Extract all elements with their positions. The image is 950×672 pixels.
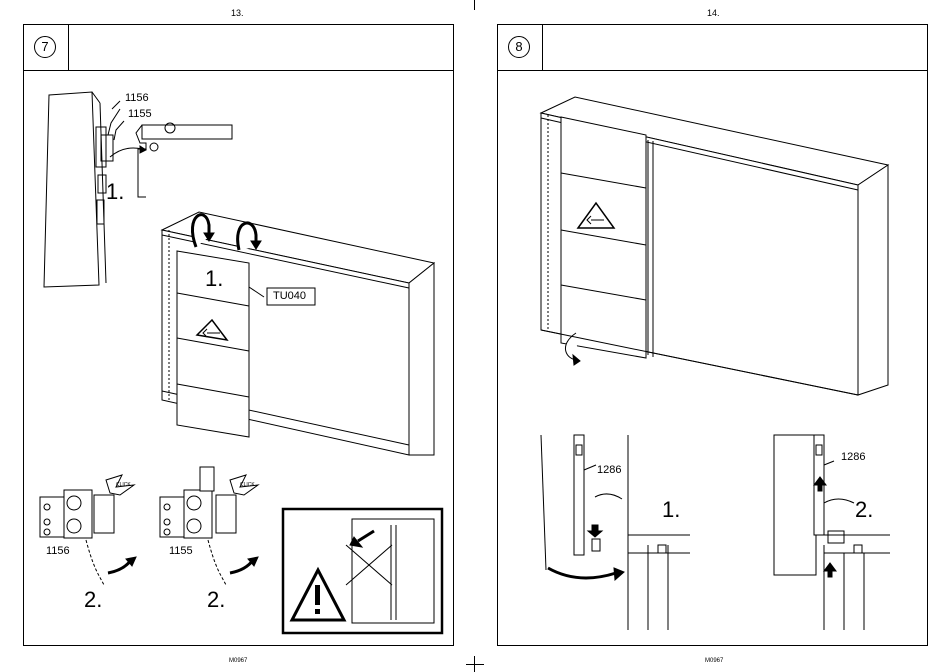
- page-number-left: 13.: [231, 8, 244, 18]
- door-lift-detail-drawings: [498, 25, 927, 645]
- crop-mark-top: [474, 0, 475, 10]
- step-8-panel: 8: [497, 24, 928, 646]
- footer-code-right: M0967: [705, 658, 723, 664]
- step-2-label: 2.: [855, 497, 873, 523]
- part-1286-left-label: 1286: [597, 464, 621, 476]
- crop-mark-bottom-h: [466, 664, 484, 665]
- warning-box: [24, 25, 453, 645]
- part-1286-right-label: 1286: [841, 451, 865, 463]
- step-7-panel: 7 1156 1155 1.: [23, 24, 454, 646]
- step-1-label: 1.: [662, 497, 680, 523]
- page-number-right: 14.: [707, 8, 720, 18]
- footer-code-left: M0967: [229, 658, 247, 664]
